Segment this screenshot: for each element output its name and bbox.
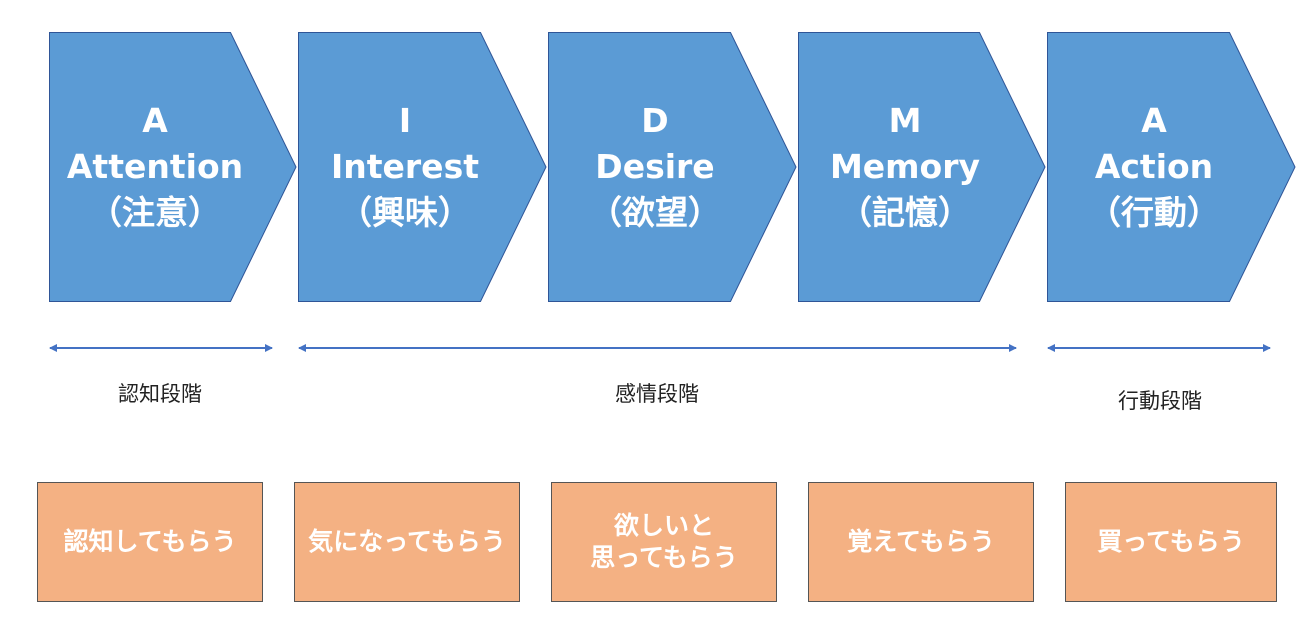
stage-name: Interest xyxy=(330,147,479,186)
phase-label-action: 行動段階 xyxy=(1118,389,1202,413)
goal-text-line2: 思ってもらう xyxy=(590,543,738,572)
chevron-desire xyxy=(548,32,797,302)
goal-text-line1: 覚えてもらう xyxy=(847,527,995,556)
chevron-action xyxy=(1047,32,1296,302)
stage-jp: （興味） xyxy=(339,193,471,232)
chevron-memory xyxy=(798,32,1046,302)
chevron-interest xyxy=(298,32,547,302)
goal-text-line1: 欲しいと xyxy=(613,511,714,540)
goal-text-line1: 認知してもらう xyxy=(63,527,237,556)
stage-jp: （欲望） xyxy=(589,193,721,232)
stage-letter: M xyxy=(888,101,922,140)
stage-name: Desire xyxy=(595,147,715,186)
stage-jp: （記憶） xyxy=(839,193,971,232)
goal-box-interest: 気になってもらう xyxy=(294,482,520,602)
stage-letter: A xyxy=(1141,101,1167,140)
stage-jp: （注意） xyxy=(89,193,221,232)
stage-name: Attention xyxy=(66,147,244,186)
stage-attention: A Attention （注意） xyxy=(30,98,280,236)
stage-action: A Action （行動） xyxy=(1029,98,1279,236)
phase-label-cognitive: 認知段階 xyxy=(118,382,202,406)
goal-box-desire: 欲しいと 思ってもらう xyxy=(551,482,777,602)
chevron-attention xyxy=(49,32,297,302)
stage-interest: I Interest （興味） xyxy=(280,98,530,236)
stage-name: Memory xyxy=(829,147,981,186)
goal-box-attention: 認知してもらう xyxy=(37,482,263,602)
stage-jp: （行動） xyxy=(1088,193,1220,232)
goal-text-line1: 気になってもらう xyxy=(308,527,506,556)
goal-box-memory: 覚えてもらう xyxy=(808,482,1034,602)
stage-memory: M Memory （記憶） xyxy=(780,98,1030,236)
stage-letter: A xyxy=(142,101,168,140)
phase-label-emotional: 感情段階 xyxy=(615,382,699,406)
stage-letter: I xyxy=(398,101,412,140)
goal-text-line1: 買ってもらう xyxy=(1097,527,1245,556)
goal-box-action: 買ってもらう xyxy=(1065,482,1277,602)
stage-desire: D Desire （欲望） xyxy=(530,98,780,236)
stage-name: Action xyxy=(1094,147,1214,186)
stage-letter: D xyxy=(641,101,669,140)
